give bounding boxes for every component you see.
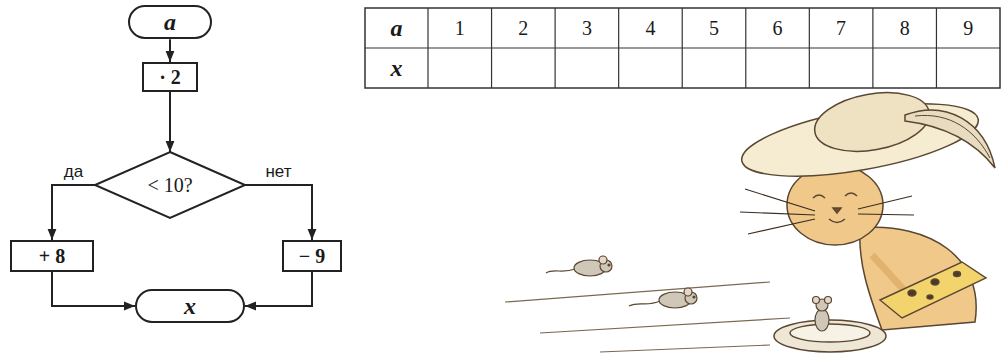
cat-head xyxy=(787,165,883,245)
table-cell: 7 xyxy=(809,8,873,48)
table-cell-text: 9 xyxy=(963,18,973,38)
flow-arrow xyxy=(52,185,95,240)
mouse-in-plate-part xyxy=(815,309,829,331)
node-text: x xyxy=(184,293,196,319)
process-box: + 8 xyxy=(10,240,94,272)
whiskers xyxy=(740,189,914,234)
cat-head-part xyxy=(813,195,825,198)
mouse xyxy=(546,256,612,276)
table-cell: 5 xyxy=(682,8,746,48)
floor-lines-part xyxy=(600,345,770,352)
hat-part xyxy=(915,115,990,158)
cat-head-part xyxy=(829,219,845,223)
diamond-shape xyxy=(95,152,245,218)
whiskers-part xyxy=(745,189,815,211)
flow-arrow xyxy=(169,92,171,152)
cheese-part xyxy=(908,290,916,296)
node-text: < 10? xyxy=(147,174,192,196)
mouse xyxy=(629,288,697,308)
mouse-part xyxy=(546,269,575,273)
table-cell: 2 xyxy=(492,8,556,48)
mouse-part xyxy=(599,256,607,264)
flow-arrow xyxy=(169,39,171,62)
table-cell: x xyxy=(365,48,428,88)
table-cell-text: 4 xyxy=(645,18,655,38)
whiskers-part xyxy=(748,219,815,234)
mouse-part xyxy=(684,288,692,296)
mouse-in-plate-part xyxy=(825,297,832,304)
node-text: · 2 xyxy=(159,66,181,88)
cat-body-part xyxy=(872,255,906,292)
branch-label: нет xyxy=(263,163,293,182)
flow-arrow xyxy=(52,272,135,306)
mouse-in-plate-part xyxy=(813,297,820,304)
hat-part xyxy=(905,110,995,168)
mouse-in-plate xyxy=(813,297,832,332)
plate-part xyxy=(790,324,870,342)
process-box: − 9 xyxy=(282,240,342,272)
plate xyxy=(774,320,886,352)
node-text: a xyxy=(164,9,176,35)
process-box: · 2 xyxy=(142,62,198,92)
table-cell: 3 xyxy=(555,8,619,48)
table-border xyxy=(365,8,1000,88)
table-rule xyxy=(365,47,1000,48)
cheese-part xyxy=(880,262,986,318)
table-cell-text: 5 xyxy=(709,18,719,38)
table-header-text: a xyxy=(391,16,403,40)
whiskers-part xyxy=(740,212,815,215)
table-cell-text: 7 xyxy=(836,18,846,38)
flow-arrow xyxy=(245,185,312,240)
cheese xyxy=(880,262,986,318)
node-text: + 8 xyxy=(39,245,65,267)
flow-arrow xyxy=(245,272,312,306)
table-cell: 6 xyxy=(746,8,810,48)
floor-lines xyxy=(505,282,790,352)
cheese-part xyxy=(931,279,939,285)
floor-lines-part xyxy=(505,282,770,302)
plate-part xyxy=(774,320,886,352)
mouse-part xyxy=(693,296,695,298)
cat-head-part xyxy=(833,208,841,213)
cat-head-part xyxy=(845,193,857,196)
branch-label: да xyxy=(62,163,85,182)
table-cell-text: 6 xyxy=(773,18,783,38)
mouse-part xyxy=(629,301,660,306)
table-cell-text: 2 xyxy=(518,18,528,38)
mouse-part xyxy=(608,264,610,266)
start-terminal: a xyxy=(128,5,212,39)
table-cell: 1 xyxy=(428,8,492,48)
table-cell: 9 xyxy=(936,8,1000,48)
whiskers-part xyxy=(858,196,912,209)
decision-diamond: < 10? xyxy=(95,152,245,218)
table-header-text: x xyxy=(391,56,403,80)
node-text: − 9 xyxy=(299,245,325,267)
hat xyxy=(737,84,995,190)
table-cell-text: 8 xyxy=(900,18,910,38)
table-cell-text: 1 xyxy=(455,18,465,38)
table-cell: 8 xyxy=(873,8,937,48)
cheese-part xyxy=(927,295,933,299)
whiskers-part xyxy=(858,214,914,215)
table-cell: 4 xyxy=(619,8,683,48)
cat-head-part xyxy=(787,165,883,245)
table-cell-text: 3 xyxy=(582,18,592,38)
end-terminal: x xyxy=(135,289,245,323)
cheese-part xyxy=(954,272,961,277)
table-cell: a xyxy=(365,8,428,48)
floor-lines-part xyxy=(540,318,790,333)
